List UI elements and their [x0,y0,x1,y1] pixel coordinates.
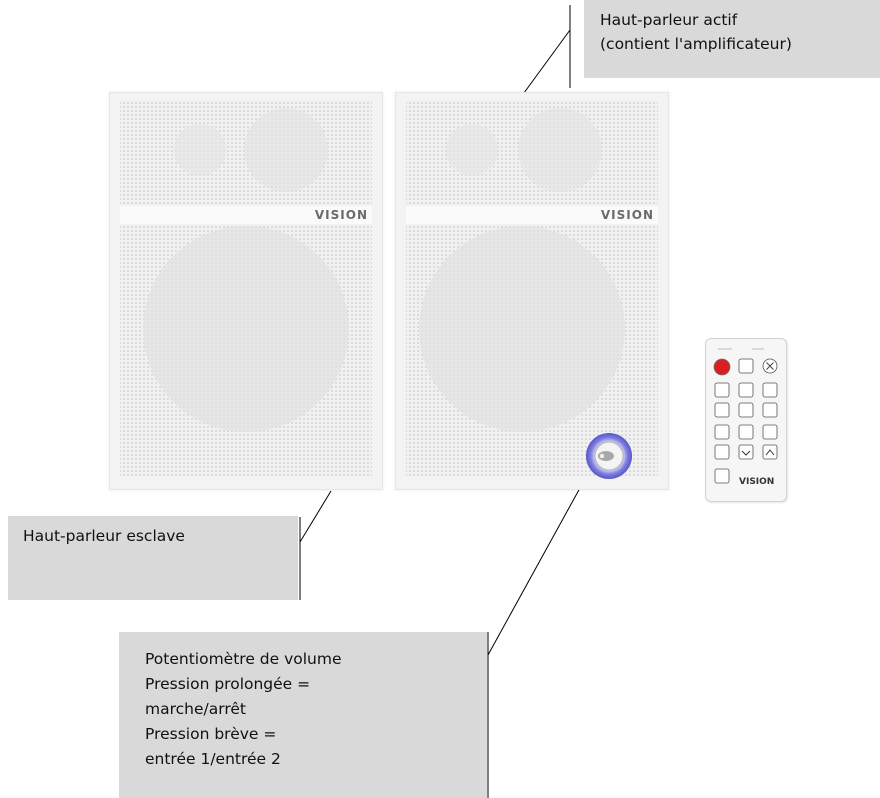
input1-button[interactable] [714,382,730,398]
treble-up-button[interactable] [738,382,754,398]
brand-strip [120,206,372,224]
preset-up-button[interactable] [762,424,778,440]
slave-speaker-logo: VISION [314,208,368,222]
callout-slave-speaker: Haut-parleur esclave [8,516,298,600]
callout-active-speaker: Haut-parleur actif (contient l'amplifica… [584,0,880,78]
active-speaker-grille [406,101,658,479]
input3-button[interactable] [714,424,730,440]
preset-down-button[interactable] [738,424,754,440]
slave-speaker: VISION [109,92,383,490]
remote-control: VISION [705,338,787,502]
callout-volume-line-5: entrée 1/entrée 2 [145,750,281,768]
tweeter [446,124,498,176]
tweeter [174,124,226,176]
callout-active-line-1: Haut-parleur actif [600,11,738,29]
input2-button[interactable] [714,402,730,418]
active-speaker: VISION [395,92,669,490]
treble-down-button[interactable] [738,402,754,418]
slave-speaker-grille [120,101,372,477]
leader-slave-diagonal [299,490,332,543]
callout-volume-line-1: Potentiomètre de volume [145,650,342,668]
midrange [244,108,328,192]
volume-knob[interactable] [586,433,632,479]
callout-active-line-2: (contient l'amplificateur) [600,35,792,53]
callout-slave-line-1: Haut-parleur esclave [23,527,185,545]
bass-down-button[interactable] [762,402,778,418]
woofer [419,226,625,432]
on-button[interactable] [738,358,754,374]
input5-button[interactable] [714,468,730,484]
active-speaker-logo: VISION [600,208,654,222]
power-button[interactable] [713,358,731,376]
callout-volume-line-2: Pression prolongée = [145,675,311,693]
remote-buttons [713,348,778,484]
volume-up-button[interactable] [762,444,778,460]
callout-volume-line-3: marche/arrêt [145,700,246,718]
input4-button[interactable] [714,444,730,460]
bass-up-button[interactable] [762,382,778,398]
midrange [518,108,602,192]
volume-down-button[interactable] [738,444,754,460]
callout-volume-line-4: Pression brève = [145,725,277,743]
remote-logo: VISION [739,477,775,487]
leader-volume-diagonal [487,467,592,656]
callout-volume-knob: Potentiomètre de volume Pression prolong… [119,632,487,798]
leader-active-diagonal [520,29,571,98]
woofer [143,226,349,432]
brand-strip [406,206,658,224]
